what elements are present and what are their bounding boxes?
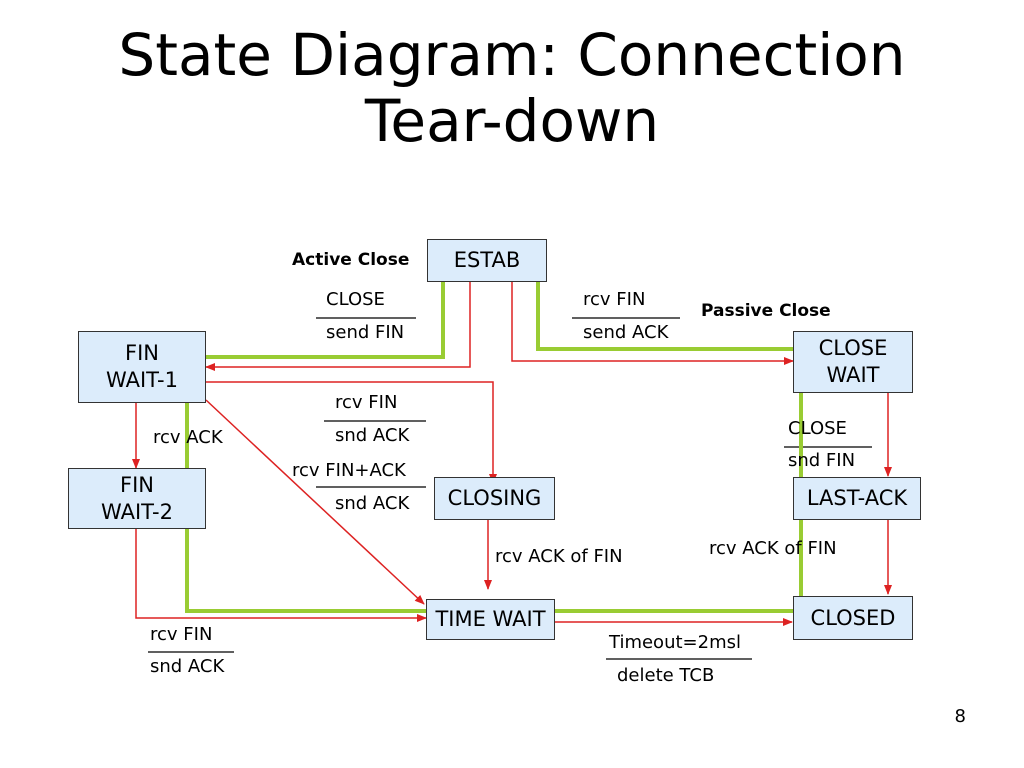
transition-event: CLOSE: [326, 289, 385, 310]
title-line-2: Tear-down: [364, 87, 660, 155]
transition-event: rcv ACK of FIN: [709, 538, 837, 559]
active-close-label: Active Close: [292, 250, 410, 270]
state-close-wait: CLOSE WAIT: [793, 331, 913, 393]
page-number: 8: [954, 706, 966, 727]
arrow-estab-to-close-wait: [511, 282, 794, 365]
state-time-wait: TIME WAIT: [426, 599, 555, 640]
transition-action: send FIN: [326, 322, 405, 343]
arrow-fin-wait-1-to-closing: [206, 381, 497, 484]
state-fin-wait-1: FIN WAIT-1: [78, 331, 206, 403]
state-last-ack: LAST-ACK: [793, 477, 921, 520]
transition-event: rcv ACK: [153, 427, 223, 448]
state-closing: CLOSING: [434, 477, 555, 520]
transition-action: send ACK: [583, 322, 669, 343]
transition-event: rcv FIN: [150, 624, 213, 645]
arrow-estab-to-fin-wait-1: [205, 282, 471, 371]
arrow-fin-wait-1-to-time-wait: [205, 399, 425, 605]
state-fin-wait-2: FIN WAIT-2: [68, 468, 206, 529]
transition-action: snd ACK: [335, 493, 410, 514]
transition-event: CLOSE: [788, 418, 847, 439]
transition-event: Timeout=2msl: [609, 632, 741, 653]
transition-action: delete TCB: [617, 665, 715, 686]
slide-title: State Diagram: Connection Tear-down: [0, 22, 1024, 154]
transition-action: snd ACK: [335, 425, 410, 446]
state-closed: CLOSED: [793, 596, 913, 640]
passive-close-label: Passive Close: [701, 301, 831, 321]
transition-event: rcv ACK of FIN: [495, 546, 623, 567]
transition-event: rcv FIN: [583, 289, 646, 310]
transition-event: rcv FIN+ACK: [292, 460, 406, 481]
transition-event: rcv FIN: [335, 392, 398, 413]
transition-action: snd ACK: [150, 656, 225, 677]
state-estab: ESTAB: [427, 239, 547, 282]
transition-action: snd FIN: [788, 450, 856, 471]
title-line-1: State Diagram: Connection: [118, 21, 906, 89]
arrow-fin-wait-2-to-time-wait: [135, 529, 427, 622]
